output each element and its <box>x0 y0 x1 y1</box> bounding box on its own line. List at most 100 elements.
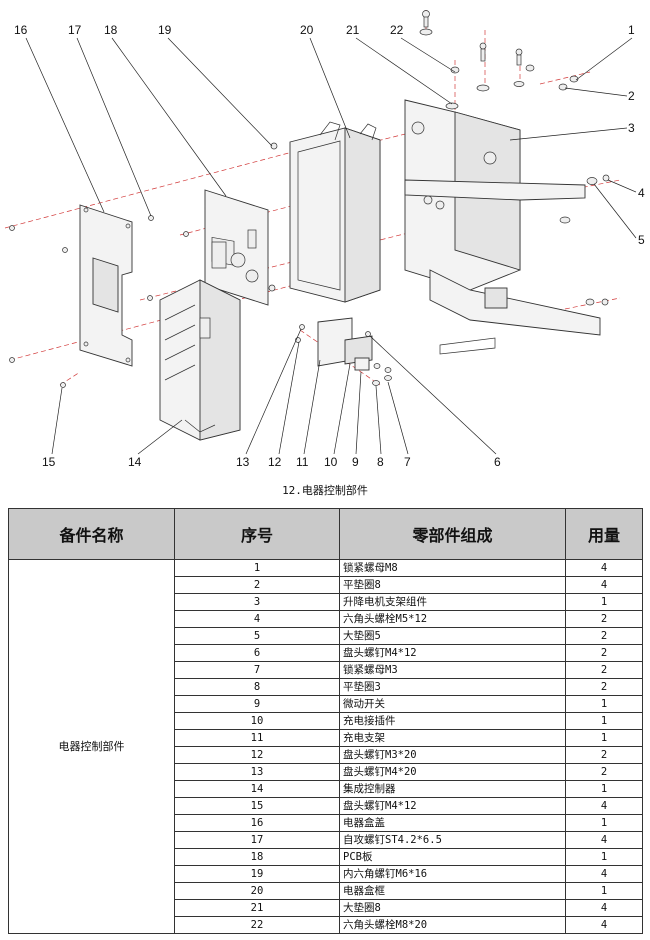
row-part-name-cell: 充电接插件 <box>339 712 566 730</box>
callout-17: 17 <box>68 23 82 37</box>
electrical-box-frame <box>289 121 381 303</box>
row-seq-cell: 21 <box>174 899 340 917</box>
row-part-name-cell: 自攻螺钉ST4.2*6.5 <box>339 831 566 849</box>
row-seq-cell: 15 <box>174 797 340 815</box>
row-part-name-cell: 六角头螺栓M8*20 <box>339 916 566 934</box>
exploded-parts-diagram: 16 17 18 19 20 21 22 1 2 3 4 5 6 7 8 9 1… <box>4 10 645 469</box>
callout-11: 11 <box>296 455 309 469</box>
row-qty-cell: 4 <box>565 797 643 815</box>
callout-8: 8 <box>377 455 384 469</box>
row-seq-cell: 20 <box>174 882 340 900</box>
row-seq-cell: 19 <box>174 865 340 883</box>
row-part-name-cell: 大垫圈8 <box>339 899 566 917</box>
row-part-name-cell: 内六角螺钉M6*16 <box>339 865 566 883</box>
row-part-name-cell: PCB板 <box>339 848 566 866</box>
lift-motor-bracket <box>404 99 601 355</box>
row-part-name-cell: 充电支架 <box>339 729 566 747</box>
callout-3: 3 <box>628 121 635 135</box>
row-seq-cell: 5 <box>174 627 340 645</box>
row-part-name-cell: 平垫圈3 <box>339 678 566 696</box>
row-qty-cell: 2 <box>565 746 643 764</box>
callout-19: 19 <box>158 23 172 37</box>
row-part-name-cell: 集成控制器 <box>339 780 566 798</box>
header-components: 零部件组成 <box>339 508 566 560</box>
header-part-name: 备件名称 <box>8 508 175 560</box>
callout-13: 13 <box>236 455 250 469</box>
electrical-box-cover <box>79 204 133 367</box>
table-header-row: 备件名称 序号 零部件组成 用量 <box>8 508 643 560</box>
row-seq-cell: 11 <box>174 729 340 747</box>
charging-connector <box>344 335 373 365</box>
row-part-name-cell: 盘头螺钉M4*12 <box>339 644 566 662</box>
row-qty-cell: 1 <box>565 780 643 798</box>
callout-numbers: 16 17 18 19 20 21 22 1 2 3 4 5 6 7 8 9 1… <box>14 23 645 469</box>
callout-7: 7 <box>404 455 411 469</box>
row-qty-cell: 2 <box>565 644 643 662</box>
callout-5: 5 <box>638 233 645 247</box>
row-seq-cell: 7 <box>174 661 340 679</box>
row-seq-cell: 1 <box>174 559 340 577</box>
group-name-cell: 电器控制部件 <box>8 559 175 934</box>
row-seq-cell: 4 <box>174 610 340 628</box>
row-seq-cell: 3 <box>174 593 340 611</box>
callout-2: 2 <box>628 89 635 103</box>
row-qty-cell: 2 <box>565 661 643 679</box>
row-part-name-cell: 大垫圈5 <box>339 627 566 645</box>
row-seq-cell: 6 <box>174 644 340 662</box>
row-qty-cell: 2 <box>565 678 643 696</box>
callout-9: 9 <box>352 455 359 469</box>
row-seq-cell: 2 <box>174 576 340 594</box>
row-part-name-cell: 锁紧螺母M3 <box>339 661 566 679</box>
row-qty-cell: 1 <box>565 814 643 832</box>
micro-switch <box>354 357 370 371</box>
row-qty-cell: 2 <box>565 627 643 645</box>
callout-1: 1 <box>628 23 635 37</box>
row-part-name-cell: 锁紧螺母M8 <box>339 559 566 577</box>
row-qty-cell: 1 <box>565 695 643 713</box>
row-qty-cell: 1 <box>565 593 643 611</box>
row-part-name-cell: 电器盒框 <box>339 882 566 900</box>
row-seq-cell: 10 <box>174 712 340 730</box>
row-qty-cell: 4 <box>565 559 643 577</box>
callout-4: 4 <box>638 186 645 200</box>
row-qty-cell: 4 <box>565 576 643 594</box>
row-part-name-cell: 平垫圈8 <box>339 576 566 594</box>
row-seq-cell: 8 <box>174 678 340 696</box>
row-part-name-cell: 盘头螺钉M3*20 <box>339 746 566 764</box>
figure-caption: 12.电器控制部件 <box>282 484 368 497</box>
callout-20: 20 <box>300 23 314 37</box>
row-qty-cell: 4 <box>565 916 643 934</box>
row-qty-cell: 1 <box>565 729 643 747</box>
callout-15: 15 <box>42 455 56 469</box>
row-qty-cell: 2 <box>565 610 643 628</box>
leader-lines <box>25 37 637 455</box>
row-part-name-cell: 盘头螺钉M4*12 <box>339 797 566 815</box>
row-part-name-cell: 微动开关 <box>339 695 566 713</box>
callout-21: 21 <box>346 23 360 37</box>
callout-16: 16 <box>14 23 28 37</box>
row-qty-cell: 4 <box>565 899 643 917</box>
row-qty-cell: 2 <box>565 763 643 781</box>
callout-6: 6 <box>494 455 501 469</box>
row-qty-cell: 1 <box>565 848 643 866</box>
callout-12: 12 <box>268 455 282 469</box>
row-seq-cell: 13 <box>174 763 340 781</box>
row-qty-cell: 4 <box>565 831 643 849</box>
row-seq-cell: 12 <box>174 746 340 764</box>
callout-10: 10 <box>324 455 338 469</box>
row-seq-cell: 14 <box>174 780 340 798</box>
fasteners <box>9 10 610 388</box>
row-seq-cell: 9 <box>174 695 340 713</box>
row-qty-cell: 1 <box>565 712 643 730</box>
row-qty-cell: 4 <box>565 865 643 883</box>
